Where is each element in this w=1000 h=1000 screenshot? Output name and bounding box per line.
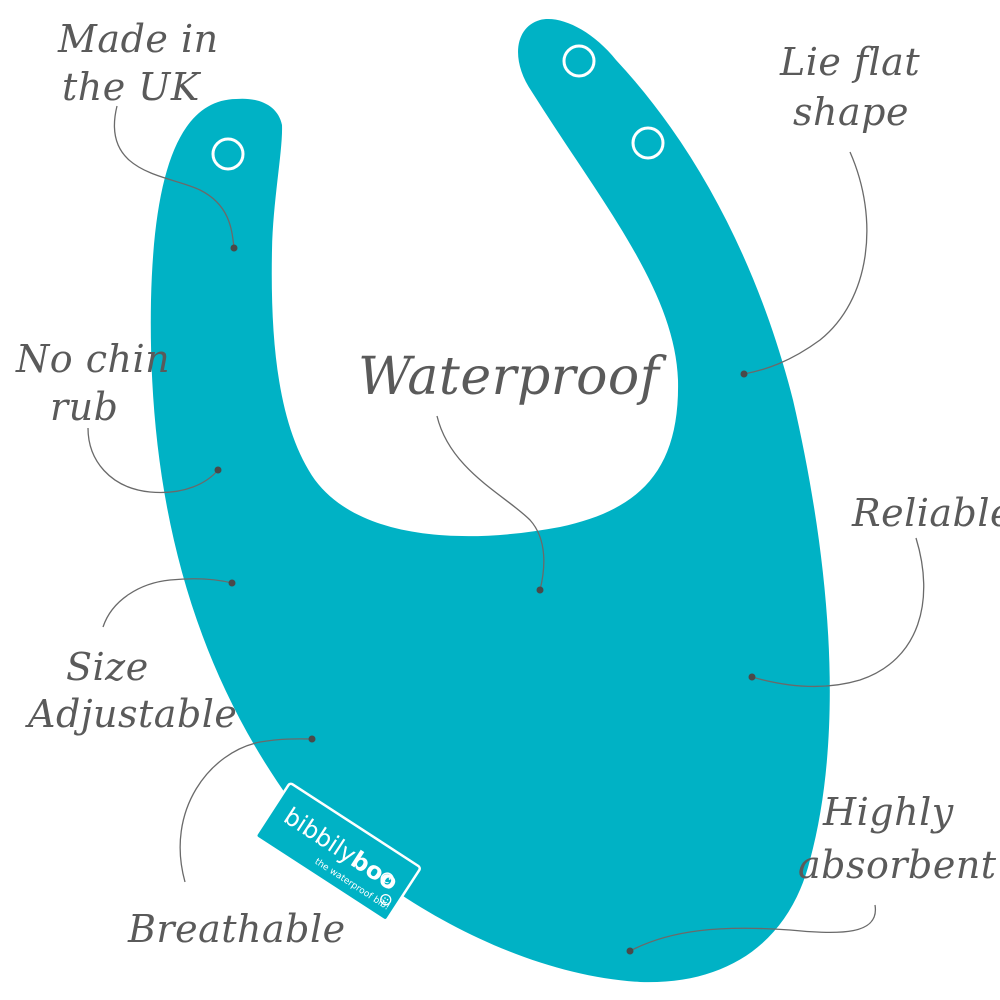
leader-line-breathable [179, 738, 313, 883]
leader-line-made-in-uk [113, 105, 235, 249]
snap-button-icon [562, 44, 596, 78]
leader-line-highly-absorbent [629, 904, 876, 952]
leader-line-waterproof [436, 415, 545, 591]
callout-no-chin-rub-line2: rub [50, 385, 118, 429]
callout-made-in-uk-line2: the UK [62, 65, 202, 109]
callout-lie-flat-line2: shape [793, 90, 909, 134]
snap-button-icon [211, 137, 245, 171]
callout-reliable: Reliable [851, 491, 1000, 535]
callout-highly-absorbent-line2: absorbent [798, 843, 997, 887]
callout-breathable: Breathable [127, 907, 346, 951]
callout-made-in-uk-line1: Made in [57, 17, 219, 61]
callout-size-adjustable-line1: Size [66, 645, 149, 689]
callout-lie-flat-line1: Lie flat [779, 40, 920, 84]
smiley-face-icon [380, 872, 394, 886]
leader-line-lie-flat [743, 151, 868, 375]
callout-waterproof: Waterproof [358, 347, 667, 407]
leader-line-reliable [751, 537, 925, 688]
callout-no-chin-rub-line1: No chin [15, 337, 170, 381]
smiley-face-icon [380, 894, 392, 906]
snap-button-icon [631, 126, 665, 160]
bib-shape [150, 19, 830, 983]
callout-highly-absorbent-line1: Highly [822, 790, 954, 834]
leader-line-size-adjustable [102, 578, 233, 628]
callout-size-adjustable-line2: Adjustable [25, 692, 237, 736]
leader-line-no-chin-rub [87, 427, 219, 494]
